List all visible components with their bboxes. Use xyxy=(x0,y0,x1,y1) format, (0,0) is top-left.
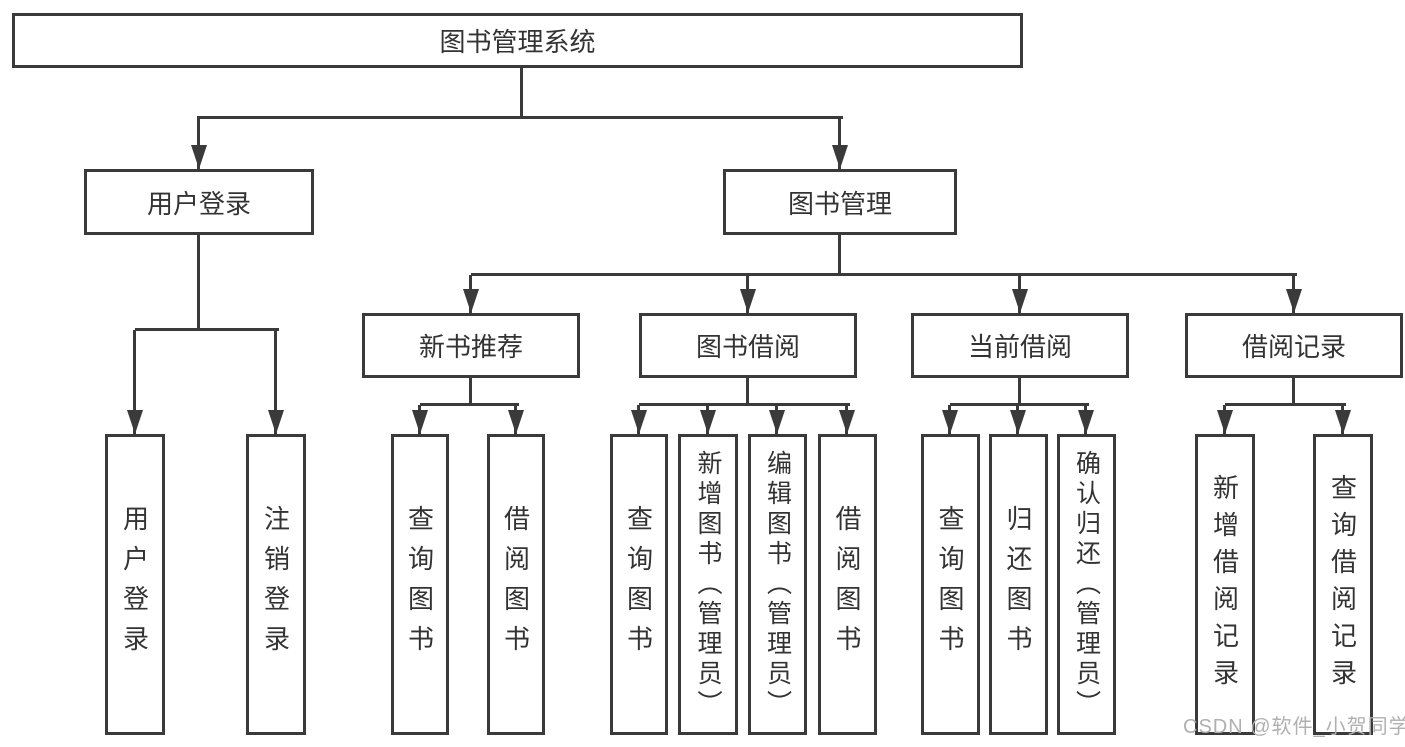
leaf-query-books-newrec: 查询图书 xyxy=(391,434,449,735)
arrowhead xyxy=(769,410,785,434)
leaf-query-books-current: 查询图书 xyxy=(921,434,980,735)
leaf-label: 借阅图书 xyxy=(500,504,531,665)
leaf-query-books-borrow: 查询图书 xyxy=(610,434,668,735)
leaf-borrow-books-borrow: 借阅图书 xyxy=(818,434,877,735)
node-label: 当前借阅 xyxy=(967,332,1072,362)
connector-drop-leaf-logout xyxy=(274,330,277,434)
connector-book-borrow-stem xyxy=(746,378,749,405)
node-label: 用户登录 xyxy=(146,188,251,219)
arrowhead xyxy=(1335,410,1351,434)
leaf-label: 注销登录 xyxy=(260,504,291,665)
connector-drop-user-login xyxy=(197,116,200,169)
connector-borrow-records-rail xyxy=(1225,403,1346,406)
arrowhead xyxy=(839,410,855,434)
arrowhead-current-borrow xyxy=(1012,289,1028,313)
connector-root-rail xyxy=(199,116,843,119)
leaf-label: 查询借阅记录 xyxy=(1327,473,1358,696)
node-library-management-system: 图书管理系统 xyxy=(12,13,1023,68)
leaf-edit-book-admin: 编辑图书（管理员） xyxy=(748,434,807,735)
leaf-return-books: 归还图书 xyxy=(989,434,1048,735)
leaf-logout: 注销登录 xyxy=(246,434,306,735)
arrowhead xyxy=(1010,410,1026,434)
node-label: 新书推荐 xyxy=(418,332,523,362)
leaf-label: 确认归还（管理员） xyxy=(1072,449,1101,720)
node-new-book-recommend: 新书推荐 xyxy=(362,313,580,378)
node-label: 图书管理 xyxy=(787,188,892,219)
arrowhead-leaf-login xyxy=(127,410,143,434)
leaf-label: 查询图书 xyxy=(623,504,654,665)
connector-current-borrow-rail xyxy=(950,403,1089,406)
connector-drop-leaf-login xyxy=(133,330,136,434)
csdn-watermark: CSDN @软件_小贺同学 xyxy=(1183,716,1405,738)
arrowhead xyxy=(508,410,524,434)
arrowhead-new-books xyxy=(463,289,479,313)
connector-root-stem xyxy=(520,68,523,117)
node-label: 图书借阅 xyxy=(695,332,800,362)
node-book-management: 图书管理 xyxy=(723,169,957,235)
leaf-add-borrow-record: 新增借阅记录 xyxy=(1195,434,1255,735)
connector-drop-book-management xyxy=(838,116,841,169)
arrowhead-borrow-records xyxy=(1286,289,1302,313)
node-borrow-records: 借阅记录 xyxy=(1185,313,1403,378)
connector-user-login-rail xyxy=(135,328,279,331)
leaf-user-login: 用户登录 xyxy=(105,434,165,735)
leaf-label: 新增借阅记录 xyxy=(1209,473,1240,696)
leaf-label: 编辑图书（管理员） xyxy=(763,449,792,720)
leaf-label: 新增图书（管理员） xyxy=(694,449,722,720)
connector-new-books-stem xyxy=(469,378,472,405)
leaf-borrow-books-newrec: 借阅图书 xyxy=(487,434,545,735)
connector-borrow-records-stem xyxy=(1292,378,1295,405)
arrowhead xyxy=(1217,410,1233,434)
arrowhead-leaf-logout xyxy=(268,410,284,434)
leaf-confirm-return-admin: 确认归还（管理员） xyxy=(1057,434,1116,735)
arrowhead xyxy=(412,410,428,434)
leaf-query-borrow-record: 查询借阅记录 xyxy=(1313,434,1373,735)
node-user-login: 用户登录 xyxy=(84,169,314,235)
arrowhead-book-management xyxy=(832,145,848,169)
arrowhead xyxy=(631,410,647,434)
connector-book-mgmt-rail xyxy=(471,273,1297,276)
connector-new-books-rail xyxy=(420,403,519,406)
connector-current-borrow-stem xyxy=(1018,378,1021,405)
connector-book-borrow-rail xyxy=(639,403,850,406)
arrowhead xyxy=(1078,410,1094,434)
connector-user-login-stem xyxy=(197,235,200,330)
leaf-label: 归还图书 xyxy=(1003,504,1033,665)
leaf-label: 用户登录 xyxy=(119,504,150,665)
connector-book-mgmt-stem xyxy=(838,235,841,275)
arrowhead xyxy=(942,410,958,434)
node-current-borrow: 当前借阅 xyxy=(911,313,1129,378)
arrowhead xyxy=(700,410,716,434)
leaf-add-book-admin: 新增图书（管理员） xyxy=(678,434,738,735)
node-book-borrow: 图书借阅 xyxy=(639,313,857,378)
arrowhead-book-borrow xyxy=(740,289,756,313)
leaf-label: 借阅图书 xyxy=(832,504,862,665)
arrowhead-user-login xyxy=(191,145,207,169)
node-label: 借阅记录 xyxy=(1241,332,1346,362)
node-label: 图书管理系统 xyxy=(439,27,596,57)
leaf-label: 查询图书 xyxy=(404,504,435,665)
leaf-label: 查询图书 xyxy=(935,504,965,665)
